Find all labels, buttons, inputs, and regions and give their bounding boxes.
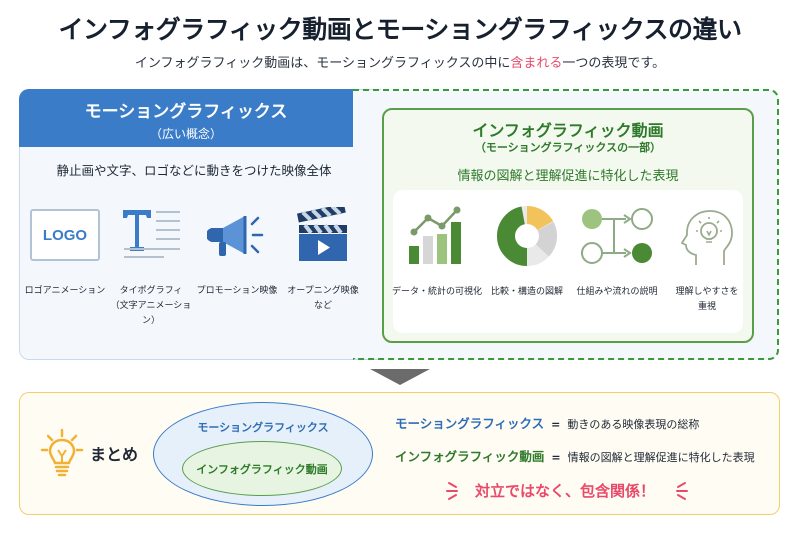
mg-item-label: ロゴアニメーション xyxy=(24,286,106,296)
infographic-subtitle: （モーショングラフィックスの一部） xyxy=(474,141,662,154)
mg-item-promotion: プロモーション映像 xyxy=(194,200,280,299)
sparkle-right-icon xyxy=(676,482,688,500)
page-subtitle: インフォグラフィック動画は、モーショングラフィックスの中に含まれる一つの表現です… xyxy=(0,52,800,71)
ig-item-label: 理解しやすさを重視 xyxy=(675,287,739,312)
motion-graphics-title: モーショングラフィックス xyxy=(84,102,288,122)
definition-infographic: インフォグラフィック動画 = 情報の図解と理解促進に特化した表現 xyxy=(395,446,755,465)
mg-item-label: プロモーション映像 xyxy=(196,286,278,296)
equals-sign: = xyxy=(551,418,561,431)
lightbulb-icon xyxy=(40,428,84,477)
infographic-ellipse xyxy=(182,441,342,496)
megaphone-icon xyxy=(207,216,264,256)
infographic-description: 情報の図解と理解促進に特化した表現 xyxy=(457,169,679,184)
infographic-title: インフォグラフィック動画 xyxy=(472,121,664,140)
motion-graphics-items: LOGO ロゴアニメーション タイポグラフィ（文字アニメーション） xyxy=(22,200,372,326)
definition-motion-graphics: モーショングラフィックス = 動きのある映像表現の総称 xyxy=(395,413,699,432)
conclusion-text: 対立ではなく、包含関係！ xyxy=(474,482,655,500)
bar-line-chart-icon xyxy=(409,206,461,264)
mg-item-label: オープニング映像など xyxy=(287,286,359,311)
motion-graphics-subtitle: （広い概念） xyxy=(149,127,222,141)
definition-term: インフォグラフィック動画 xyxy=(395,449,545,464)
logo-box-icon: LOGO xyxy=(30,209,100,261)
ig-item-flow: 仕組みや流れの説明 xyxy=(572,200,662,300)
subtitle-text-end: 一つの表現です。 xyxy=(562,56,666,71)
infographic-ellipse-label: インフォグラフィック動画 xyxy=(196,463,328,476)
equals-sign: = xyxy=(551,451,561,464)
mg-item-typography: タイポグラフィ（文字アニメーション） xyxy=(108,200,194,329)
mg-item-logo: LOGO ロゴアニメーション xyxy=(22,200,108,299)
head-lightbulb-icon xyxy=(680,210,733,265)
ig-item-data: データ・統計の可視化 xyxy=(392,200,482,300)
mg-item-label: タイポグラフィ（文字アニメーション） xyxy=(110,286,192,326)
arrow-down-icon xyxy=(370,369,430,385)
motion-graphics-dashed-border xyxy=(353,89,779,360)
summary-panel xyxy=(19,392,780,515)
infographic-items: データ・統計の可視化 比較・構造の図解 仕組みや流れの説明 xyxy=(392,200,752,320)
definition-term: モーショングラフィックス xyxy=(395,416,545,431)
definition-meaning: 情報の図解と理解促進に特化した表現 xyxy=(567,451,755,464)
subtitle-highlight: 含まれる xyxy=(510,56,563,71)
ig-item-label: 仕組みや流れの説明 xyxy=(576,287,658,297)
sparkle-left-icon xyxy=(446,482,458,500)
motion-graphics-header: モーショングラフィックス （広い概念） xyxy=(19,89,353,147)
flow-diagram-icon xyxy=(581,208,653,264)
clapperboard-icon xyxy=(297,207,347,261)
donut-chart-icon xyxy=(497,206,557,266)
motion-graphics-description: 静止画や文字、ロゴなどに動きをつけた映像全体 xyxy=(56,163,332,178)
ig-item-label: 比較・構造の図解 xyxy=(490,287,563,297)
definition-meaning: 動きのある映像表現の総称 xyxy=(567,418,700,431)
subtitle-text: インフォグラフィック動画は、モーショングラフィックスの中に xyxy=(134,56,511,71)
ig-item-label: データ・統計の可視化 xyxy=(392,287,483,297)
page-title: インフォグラフィック動画とモーショングラフィックスの違い xyxy=(58,15,742,44)
motion-graphics-ellipse-label: モーショングラフィックス xyxy=(197,421,329,434)
typography-icon xyxy=(123,210,180,258)
summary-label: まとめ xyxy=(90,445,139,464)
ig-item-understanding: 理解しやすさを重視 xyxy=(662,200,752,315)
mg-item-opening: オープニング映像など xyxy=(280,200,366,314)
ig-item-compare: 比較・構造の図解 xyxy=(482,200,572,300)
